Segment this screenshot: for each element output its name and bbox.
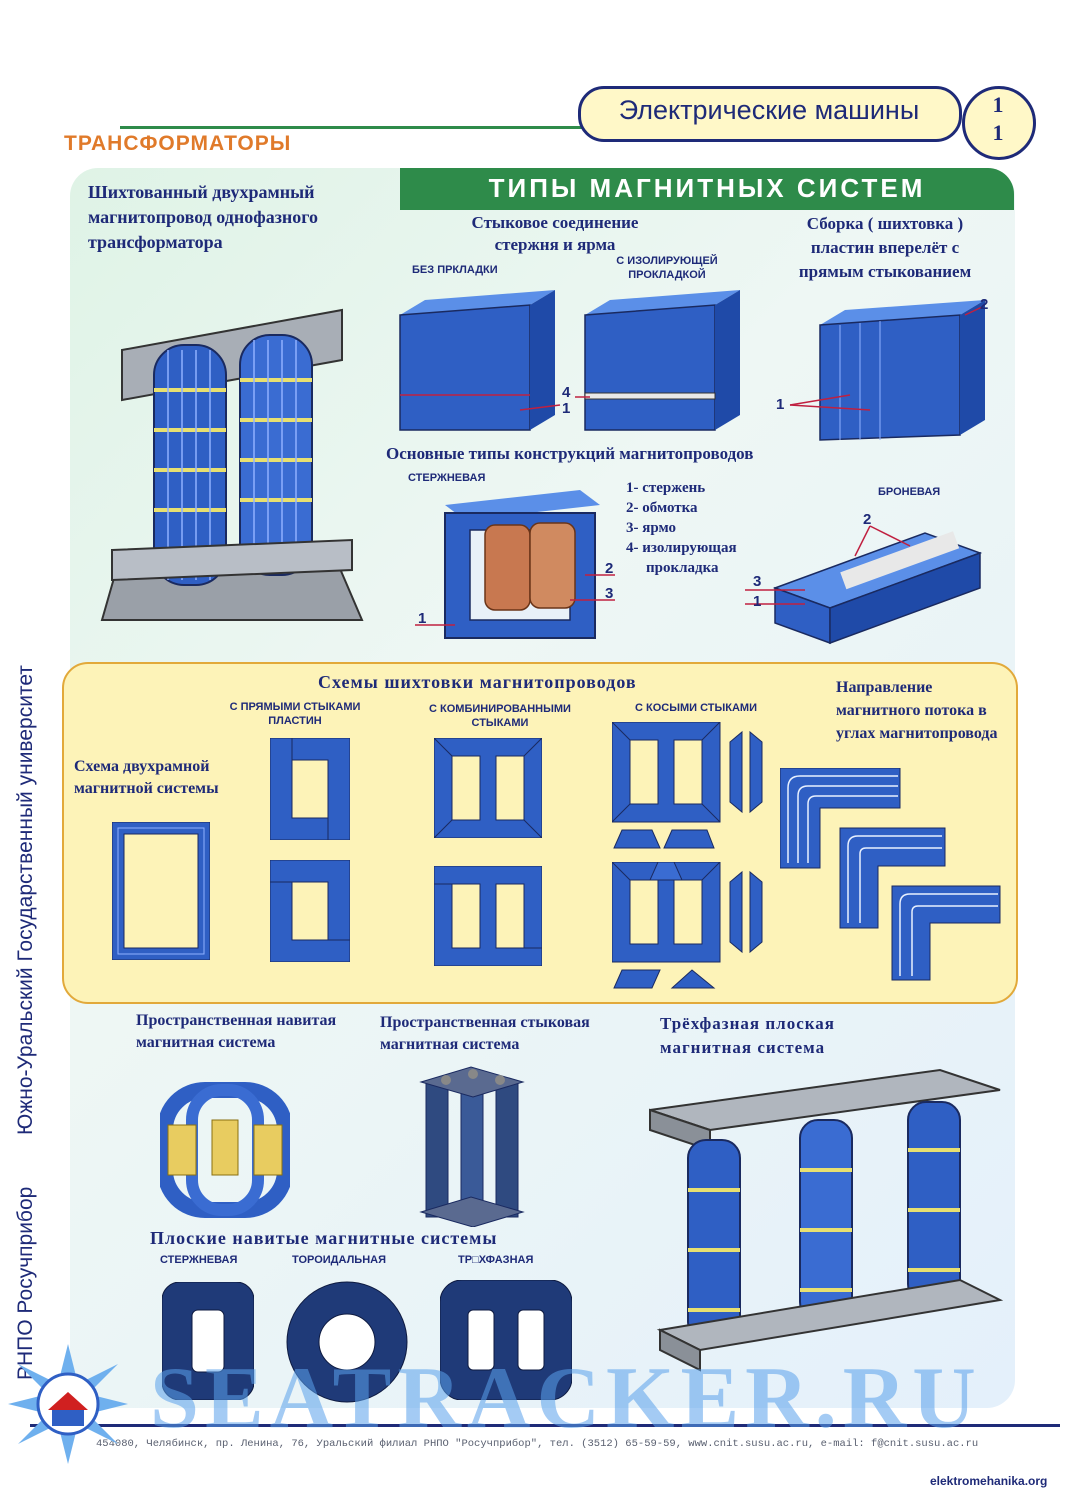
single-phase-title: Шихтованный двухрамный магнитопровод одн…: [88, 182, 319, 252]
core-type-label: СТЕРЖНЕВАЯ: [408, 472, 486, 484]
lamination-title: Схемы шихтовки магнитопроводов: [318, 672, 637, 692]
butt-joint-illustration: 1 4: [399, 290, 740, 431]
sheet-number-bottom: 1: [992, 120, 1004, 145]
three-phase-label: ТР□ХФАЗНАЯ: [458, 1254, 534, 1266]
butt-joint-title: Стыковое соединение стержня и ярма: [471, 213, 639, 254]
callout-1-butt: 1: [562, 400, 570, 417]
sheet-number-top: 1: [992, 92, 1004, 117]
toroidal-core-icon: [286, 1281, 408, 1403]
legend-item-4: 4- изолирующая: [626, 540, 737, 556]
flux-direction-label: Направление магнитного потока в углах ма…: [836, 679, 998, 742]
series-title-box: [578, 86, 962, 142]
combined-joint-scheme-1: [434, 738, 542, 838]
callout-2-core: 2: [605, 560, 613, 577]
three-phase-flat-title: Трёхфазная плоская магнитная система: [660, 1014, 835, 1057]
callout-1-lap: 1: [776, 396, 784, 413]
shell-type-illustration: 2 3 1: [745, 511, 983, 645]
lap-assembly-illustration: 2 1: [776, 296, 988, 441]
rod-wound-core-icon: [162, 1282, 254, 1400]
spatial-butt-title: Пространственная стыковая магнитная сист…: [380, 1014, 590, 1053]
construction-title: Основные типы конструкций магнитопроводо…: [386, 444, 754, 463]
lap-assembly-title: Сборка ( шихтовка ) пластин вперелёт с п…: [798, 214, 972, 281]
series-title: Электрические машины: [618, 95, 920, 125]
legend-item-2: 2- обмотка: [626, 500, 698, 516]
straight-joint-scheme-1: [270, 738, 350, 840]
combined-joint-scheme-2: [434, 866, 542, 966]
two-frame-scheme-illustration: [112, 822, 210, 960]
callout-2-shell: 2: [863, 511, 871, 528]
callout-1-shell: 1: [753, 593, 761, 610]
publisher-logo-icon: [8, 1344, 128, 1464]
core-type-illustration: 2 3 1: [415, 490, 615, 639]
spatial-butt-illustration: [419, 1066, 525, 1227]
watermark-text: SEATRACKER.RU: [150, 1350, 982, 1447]
types-band: [400, 168, 1014, 210]
oblique-joints-label: С КОСЫМИ СТЫКАМИ: [635, 702, 757, 714]
combined-joints-label: С КОМБИНИРОВАННЫМИ СТЫКАМИ: [429, 703, 571, 729]
three-phase-flat-illustration: [649, 1068, 1004, 1372]
shell-type-label: БРОНЕВАЯ: [878, 486, 941, 498]
types-title: ТИПЫ МАГНИТНЫХ СИСТЕМ: [488, 173, 926, 203]
oblique-joint-scheme-2: [612, 862, 763, 989]
header-rule: [120, 126, 590, 129]
construction-legend: 1- стержень 2- обмотка 3- ярмо 4- изолир…: [626, 478, 737, 578]
straight-joint-scheme-2: [270, 860, 350, 962]
footer-rule: [30, 1424, 1060, 1427]
flux-direction-illustration: [780, 768, 1001, 981]
three-phase-wound-core-icon: [440, 1280, 572, 1400]
legend-item-1: 1- стержень: [626, 480, 706, 496]
toroidal-label: ТОРОИДАЛЬНАЯ: [292, 1254, 386, 1266]
rod-label: СТЕРЖНЕВАЯ: [160, 1254, 238, 1266]
callout-3-core: 3: [605, 585, 613, 602]
callout-1-core: 1: [418, 610, 426, 627]
spatial-wound-illustration: [160, 1082, 290, 1218]
sidebar-text: РНПО Росучприбор Южно-Уральский Государс…: [14, 620, 38, 1380]
callout-2-lap: 2: [980, 296, 988, 313]
legend-item-4-cont: прокладка: [646, 560, 719, 576]
sheet-number-circle: [962, 86, 1036, 160]
callout-3-shell: 3: [753, 573, 761, 590]
legend-item-3: 3- ярмо: [626, 520, 676, 536]
spatial-wound-title: Пространственная навитая магнитная систе…: [136, 1012, 337, 1051]
oblique-joint-scheme-1: [612, 722, 763, 849]
footer-address: 454080, Челябинск, пр. Ленина, 76, Ураль…: [96, 1438, 979, 1450]
two-frame-scheme-label: Схема двухрамной магнитной системы: [74, 758, 219, 797]
with-gasket-label: С ИЗОЛИРУЮЩЕЙ ПРОКЛАДКОЙ: [616, 255, 718, 281]
flat-wound-title: Плоские навитые магнитные системы: [150, 1228, 498, 1248]
straight-joints-label: С ПРЯМЫМИ СТЫКАМИ ПЛАСТИН: [229, 701, 361, 727]
callout-4-butt: 4: [562, 384, 571, 401]
university-name: Южно-Уральский Государственный университ…: [14, 665, 37, 1135]
site-label: elektromehanika.org: [930, 1474, 1048, 1488]
no-gasket-label: БЕЗ ПРКЛАДКИ: [412, 264, 498, 276]
section-title: ТРАНСФОРМАТОРЫ: [64, 132, 292, 155]
single-phase-core-illustration: [100, 308, 364, 621]
